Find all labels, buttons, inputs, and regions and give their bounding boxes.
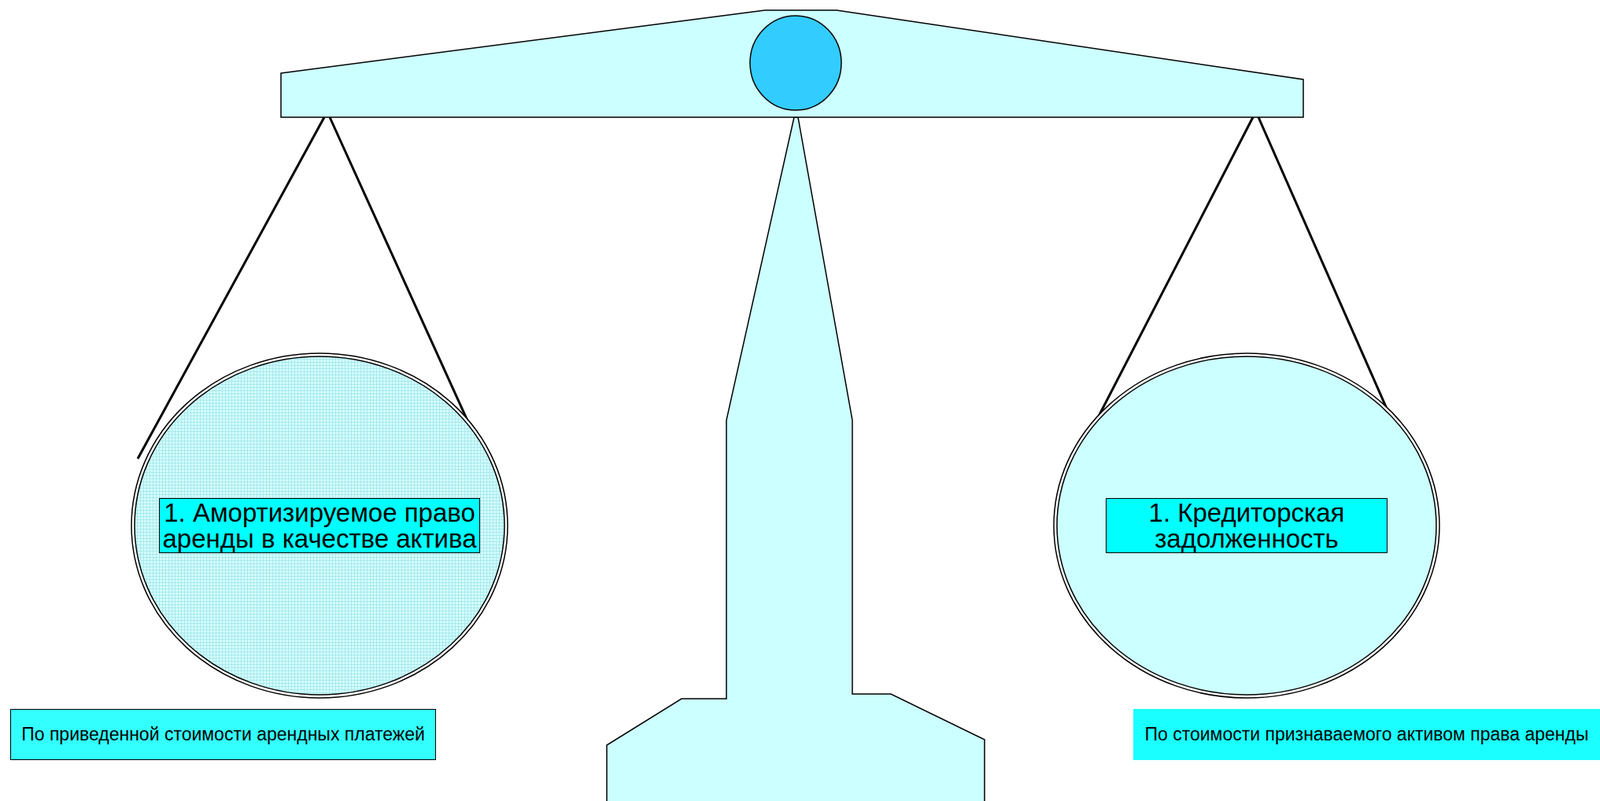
- pan-surface: [134, 356, 505, 695]
- note-box: По приведенной стоимости арендных платеж…: [10, 709, 437, 761]
- text-stack: 1. Кредиторская задолженность: [1105, 498, 1388, 554]
- scale-stand: [606, 117, 985, 801]
- pan-label: 1. Кредиторская задолженность: [1105, 498, 1388, 554]
- pan-circle: 1. Амортизируемое право аренды в качеств…: [130, 352, 509, 699]
- node-content: 1. Амортизируемое право аренды в качеств…: [130, 352, 509, 699]
- pan-surface: [1056, 356, 1437, 695]
- text-stack: По стоимости признаваемого активом права…: [1144, 724, 1589, 747]
- scale-pivot: [750, 15, 842, 111]
- pan-label: 1. Амортизируемое право аренды в качеств…: [158, 498, 481, 554]
- pan-rim: [131, 353, 508, 699]
- note-text: По приведенной стоимости арендных платеж…: [21, 724, 425, 747]
- text-stack: 1. Амортизируемое право аренды в качеств…: [158, 498, 481, 554]
- pan-rim: [1053, 353, 1440, 699]
- node-content: По приведенной стоимости арендных платеж…: [11, 709, 436, 760]
- note-box: По стоимости признаваемого активом права…: [1133, 709, 1600, 761]
- scale-beam: [280, 10, 1304, 118]
- node-content: По стоимости признаваемого активом права…: [1133, 709, 1600, 761]
- text-stack: По приведенной стоимости арендных платеж…: [21, 724, 425, 747]
- pan-circle: 1. Кредиторская задолженность: [1053, 352, 1441, 699]
- node-content: 1. Кредиторская задолженность: [1053, 352, 1441, 699]
- note-text: По стоимости признаваемого активом права…: [1144, 724, 1589, 747]
